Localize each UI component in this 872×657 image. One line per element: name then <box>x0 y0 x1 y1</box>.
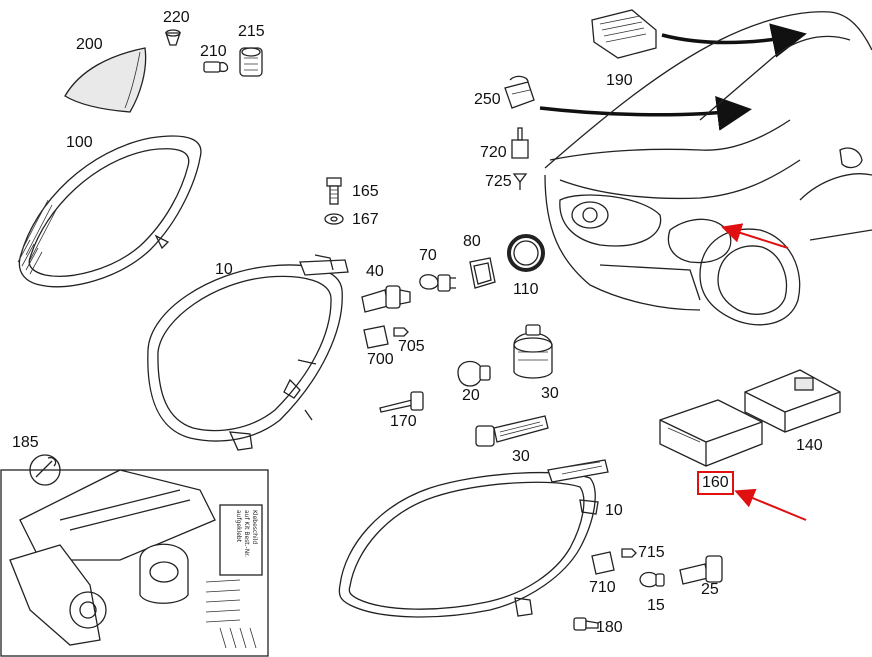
kit-sticker-line-3: aufgeklebt <box>235 510 242 543</box>
part-label-165: 165 <box>352 183 379 200</box>
switch-250 <box>504 75 535 109</box>
screw-180 <box>573 617 599 631</box>
part-label-700: 700 <box>367 351 394 368</box>
part-label-40: 40 <box>366 263 384 280</box>
washer-167 <box>324 213 344 225</box>
seal-ring-110 <box>507 234 545 272</box>
control-unit-160 <box>659 399 763 467</box>
part-label-160-highlighted: 160 <box>697 471 734 495</box>
part-label-185: 185 <box>12 434 39 451</box>
part-label-705: 705 <box>398 338 425 355</box>
part-label-20: 20 <box>462 387 480 404</box>
callout-arrow-car <box>721 223 789 249</box>
kit-sticker-line-1: Klebeschild <box>251 510 258 545</box>
part-label-210: 210 <box>200 43 227 60</box>
part-label-715: 715 <box>638 544 665 561</box>
arrow-250 <box>539 96 752 131</box>
bulb-210 <box>203 61 229 73</box>
part-label-167: 167 <box>352 211 379 228</box>
headlamp-10-lower <box>338 459 609 618</box>
part-label-710: 710 <box>589 579 616 596</box>
arrow-190 <box>661 23 807 58</box>
connector-80 <box>469 257 496 289</box>
part-label-200: 200 <box>76 36 103 53</box>
clip-220 <box>165 29 181 46</box>
part-label-140: 140 <box>796 437 823 454</box>
part-label-170: 170 <box>390 413 417 430</box>
connector-700 <box>363 325 389 349</box>
part-label-190: 190 <box>606 72 633 89</box>
pin-705 <box>393 327 409 337</box>
bulb-25 <box>679 555 723 585</box>
car-outline <box>544 11 872 326</box>
module-190 <box>591 9 657 59</box>
part-label-250: 250 <box>474 91 501 108</box>
part-label-15: 15 <box>647 597 665 614</box>
part-label-10-lower: 10 <box>605 502 623 519</box>
cover-cap-200 <box>64 47 147 113</box>
part-label-215: 215 <box>238 23 265 40</box>
part-label-725: 725 <box>485 173 512 190</box>
bolt-165 <box>326 177 342 205</box>
pin-725 <box>512 173 528 190</box>
bulb-40 <box>361 285 411 313</box>
part-label-720: 720 <box>480 144 507 161</box>
headlamp-10-upper <box>147 254 349 451</box>
screw-170 <box>379 391 424 413</box>
bulb-20 <box>457 360 491 387</box>
connector-710 <box>591 551 615 575</box>
kit-sticker-line-2: auf Kit Best.-Nr. <box>243 510 250 558</box>
part-label-25: 25 <box>701 581 719 598</box>
part-label-10-upper: 10 <box>215 261 233 278</box>
part-label-30-upper: 30 <box>541 385 559 402</box>
part-label-180: 180 <box>596 619 623 636</box>
part-label-220: 220 <box>163 9 190 26</box>
part-label-80: 80 <box>463 233 481 250</box>
frame-100 <box>17 135 202 288</box>
pin-715 <box>621 548 637 558</box>
connector-720 <box>511 127 529 159</box>
socket-215 <box>239 47 263 77</box>
bulb-15 <box>639 571 665 588</box>
repair-kit-185 <box>0 454 269 657</box>
kit-screws <box>205 579 257 649</box>
callout-arrow-160 <box>734 488 807 521</box>
part-label-110: 110 <box>513 281 539 298</box>
part-label-30-lower: 30 <box>512 448 530 465</box>
socket-30-lower <box>475 415 549 447</box>
control-unit-140 <box>744 369 841 433</box>
socket-30-upper <box>513 324 553 379</box>
part-label-100: 100 <box>66 134 93 151</box>
part-label-70: 70 <box>419 247 437 264</box>
bulb-70 <box>419 274 456 292</box>
